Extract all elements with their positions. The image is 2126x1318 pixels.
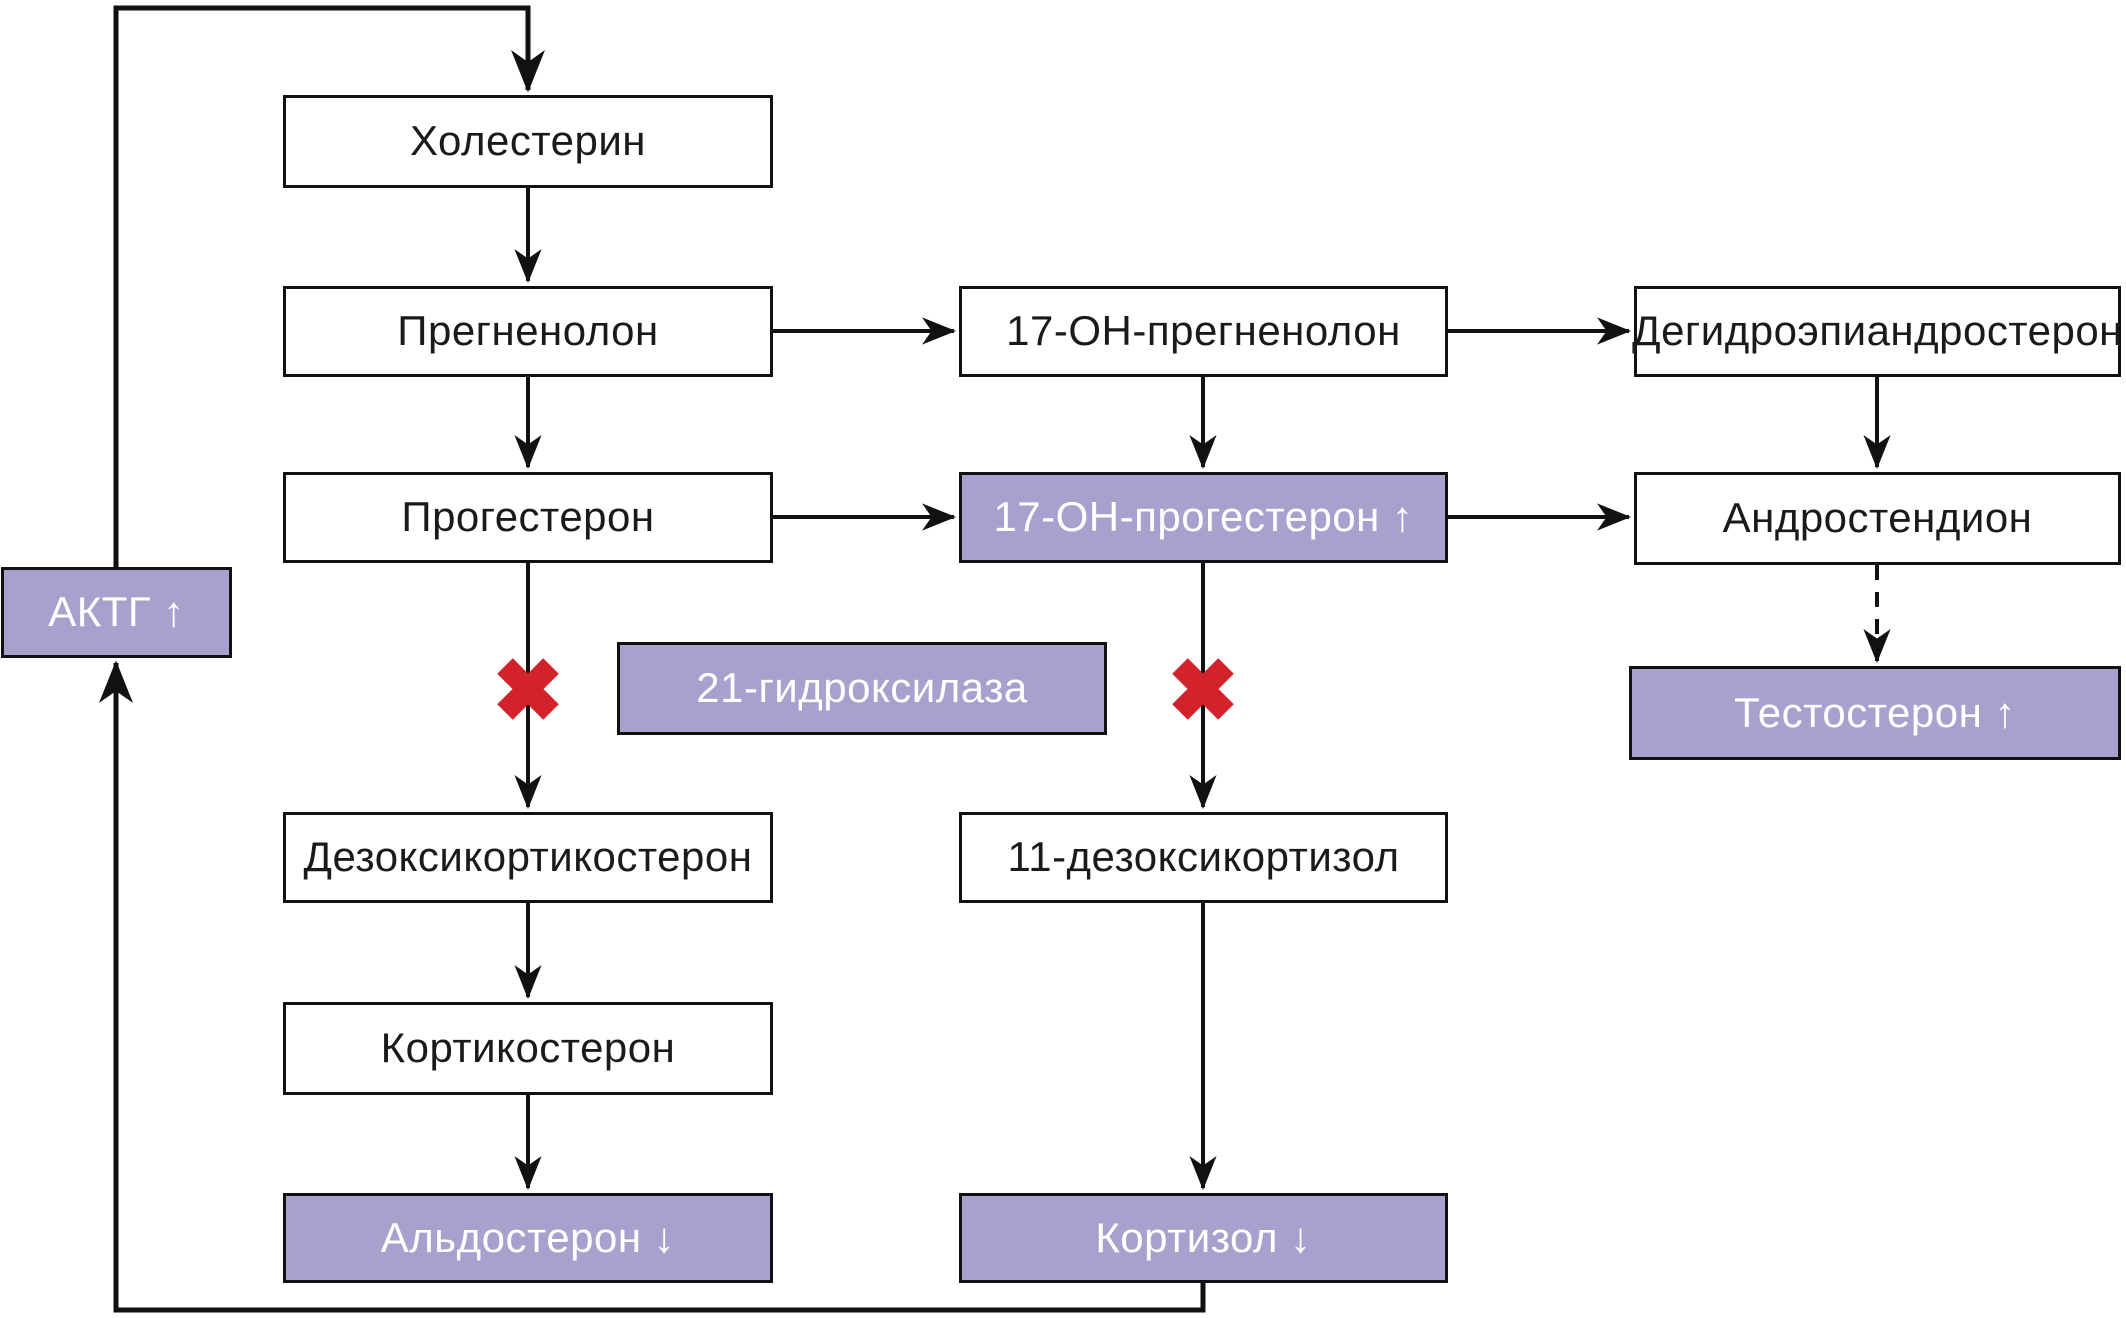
box-11-deoxycortisol: 11-дезоксикортизол — [959, 812, 1448, 903]
box-pregnenolone: Прегненолон — [283, 286, 773, 377]
box-progesterone: Прогестерон — [283, 472, 773, 563]
box-cortisol-decreased: Кортизол ↓ — [959, 1193, 1448, 1283]
box-21-hydroxylase-enzyme: 21-гидроксилаза — [617, 642, 1107, 735]
box-corticosterone: Кортикостерон — [283, 1002, 773, 1095]
blocked-enzyme-crosses-group — [497, 658, 1234, 720]
box-17-oh-progesterone-increased: 17-OH-прогестерон ↑ — [959, 472, 1448, 563]
arrows-group — [99, 5, 1891, 1313]
arrow-feedback-cortisol-to-acth — [99, 660, 1206, 1313]
box-cholesterol: Холестерин — [283, 95, 773, 188]
red-cross-icon-block-21-hydroxylase-right — [1172, 658, 1234, 720]
box-deoxycorticosterone: Дезоксикортикостерон — [283, 812, 773, 903]
red-cross-icon-block-21-hydroxylase-left — [497, 658, 559, 720]
arrow-feedback-acth-to-cholesterol — [113, 5, 545, 567]
box-acth-increased: АКТГ ↑ — [1, 567, 232, 658]
box-testosterone-increased: Тестостерон ↑ — [1629, 666, 2121, 760]
box-androstenedione: Андростендион — [1634, 472, 2121, 565]
box-17-oh-pregnenolone: 17-OH-прегненолон — [959, 286, 1448, 377]
box-aldosterone-decreased: Альдостерон ↓ — [283, 1193, 773, 1283]
box-dehydroepiandrosterone: Дегидроэпиандростерон — [1632, 286, 2122, 377]
